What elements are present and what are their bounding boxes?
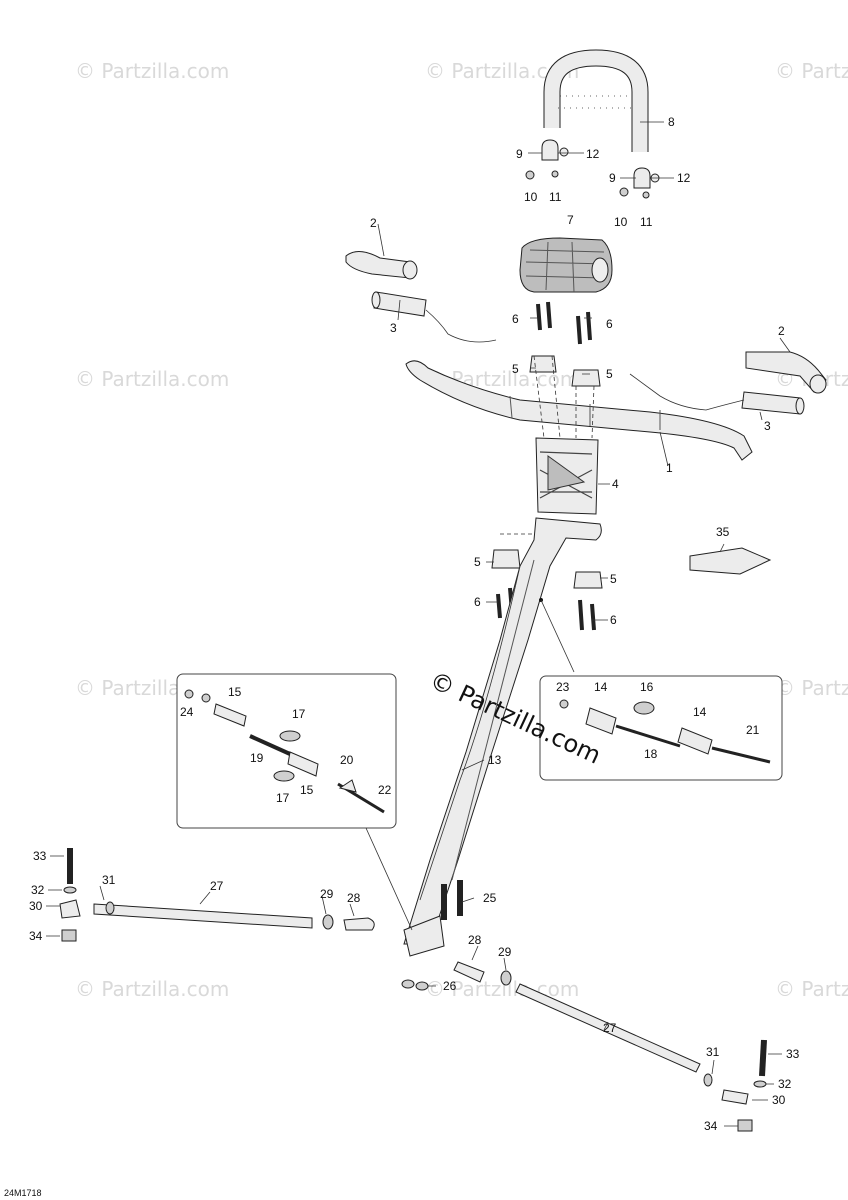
part-27-tie-rod-left [59,848,375,942]
callout-label: 15 [300,783,314,797]
callout-label: 25 [483,891,497,905]
callout-label: 6 [474,595,481,609]
callout-label: 6 [512,312,519,326]
callout-labels: 8 9 12 10 11 9 12 10 11 7 2 3 6 6 5 5 2 … [29,115,800,1133]
callout-label: 30 [29,899,43,913]
callout-label: 33 [33,849,47,863]
callout-label: 10 [614,215,628,229]
callout-label: 12 [586,147,600,161]
callout-label: 35 [716,525,730,539]
leader-lines [46,121,791,1127]
callout-label: 5 [610,572,617,586]
part-1-handlebar [405,360,753,461]
part-7-handlebar-pad [519,237,613,293]
callout-label: 31 [102,873,116,887]
callout-label: 4 [612,477,619,491]
part-9-12-clamp-right [619,167,660,199]
callout-label: 1 [666,461,673,475]
watermark-text: © Partzilla.com [775,977,848,1001]
callout-label: 16 [640,680,654,694]
callout-label: 11 [640,215,653,229]
callout-label: 29 [498,945,512,959]
callout-label: 13 [488,753,502,767]
part-25-26-fasteners [401,880,463,991]
callout-label: 34 [704,1119,718,1133]
callout-label: 17 [276,791,290,805]
callout-label: 32 [31,883,45,897]
callout-label: 12 [677,171,691,185]
watermark-text: © Partzilla.com [75,367,229,391]
part-3-housing-right [629,373,805,415]
callout-label: 20 [340,753,354,767]
callout-label: 27 [210,879,224,893]
callout-label: 14 [594,680,608,694]
callout-label: 32 [778,1077,792,1091]
part-5-6-upper-clamps [529,301,601,439]
callout-label: 22 [378,783,392,797]
callout-label: 26 [443,979,457,993]
watermark-text: © Partzilla.com [75,59,229,83]
callout-label: 33 [786,1047,800,1061]
callout-label: 5 [606,367,613,381]
callout-label: 9 [609,171,616,185]
callout-label: 17 [292,707,306,721]
part-8-grab-handle [543,49,649,152]
callout-label: 2 [370,216,377,230]
part-35-block [689,547,772,575]
callout-label: 7 [567,213,574,227]
part-2-grip-right [745,351,827,394]
callout-label: 9 [516,147,523,161]
part-27-tie-rod-right [453,961,767,1132]
callout-label: 29 [320,887,334,901]
callout-label: 8 [668,115,675,129]
callout-label: 15 [228,685,242,699]
callout-label: 2 [778,324,785,338]
watermark-text: © Partzilla.com [775,676,848,700]
callout-label: 31 [706,1045,720,1059]
watermark-text: © Partzilla.com [775,59,848,83]
detail-inset-left [176,673,413,931]
part-2-grip-left [345,251,418,280]
callout-label: 19 [250,751,264,765]
callout-label: 3 [390,321,397,335]
callout-label: 14 [693,705,707,719]
callout-label: 3 [764,419,771,433]
callout-label: 6 [606,317,613,331]
callout-label: 6 [610,613,617,627]
part-4-riser [535,437,599,515]
callout-label: 5 [474,555,481,569]
callout-label: 21 [746,723,760,737]
callout-label: 23 [556,680,570,694]
callout-label: 5 [512,362,519,376]
part-9-12-clamp-left [525,139,569,180]
callout-label: 11 [549,190,562,204]
callout-label: 18 [644,747,658,761]
watermark-layer: © Partzilla.com © Partzilla.com © Partzi… [75,59,848,1001]
detail-inset-right [539,675,783,781]
diagram-code: 24M1718 [4,1188,42,1198]
watermark-text: © Partzilla.com [75,977,229,1001]
callout-label: 10 [524,190,538,204]
callout-label: 28 [468,933,482,947]
callout-label: 30 [772,1093,786,1107]
callout-label: 28 [347,891,361,905]
callout-label: 24 [180,705,194,719]
callout-label: 27 [603,1021,617,1035]
callout-label: 34 [29,929,43,943]
